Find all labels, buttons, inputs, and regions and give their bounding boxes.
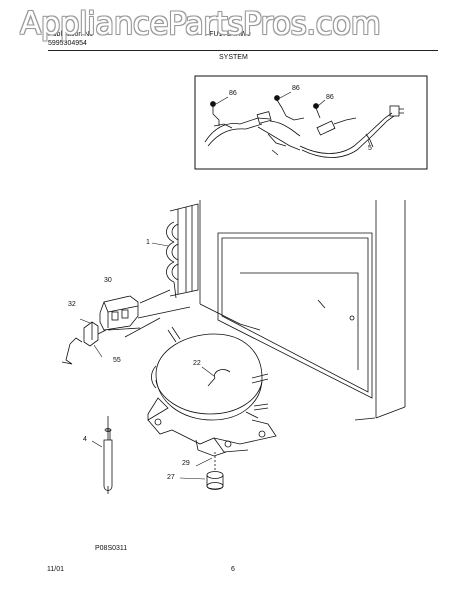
callout-1: 1 [146, 239, 150, 246]
cabinet-outline [199, 200, 406, 421]
drawing-code: P08S0311 [95, 545, 128, 552]
callout-29: 29 [182, 460, 190, 467]
footer-date: 11/01 [47, 566, 64, 573]
grommet [206, 452, 224, 490]
callout-32: 32 [68, 301, 76, 308]
callout-22: 22 [193, 360, 201, 367]
header-rule [48, 50, 438, 51]
callout-86-b: 86 [292, 85, 300, 92]
callout-5: 5 [368, 145, 372, 152]
callout-30: 30 [104, 277, 112, 284]
callout-27: 27 [167, 474, 175, 481]
overload-wire [61, 321, 107, 365]
footer-page-number: 6 [231, 566, 235, 573]
wiring-inset-frame [194, 75, 428, 170]
publication-label: Publication No [48, 31, 94, 38]
publication-number: 5995304954 [48, 40, 87, 47]
condenser-coil [166, 203, 199, 299]
callout-55: 55 [113, 357, 121, 364]
compressor [147, 326, 277, 457]
callout-86-c: 86 [326, 94, 334, 101]
section-title: SYSTEM [219, 54, 248, 61]
callout-4: 4 [83, 436, 87, 443]
model-number: FFU17G4AW0 [205, 31, 251, 38]
wiring-harness-inset [204, 95, 404, 158]
filter-drier [103, 416, 113, 494]
relay-overload [99, 289, 191, 338]
callout-86-a: 86 [229, 90, 237, 97]
